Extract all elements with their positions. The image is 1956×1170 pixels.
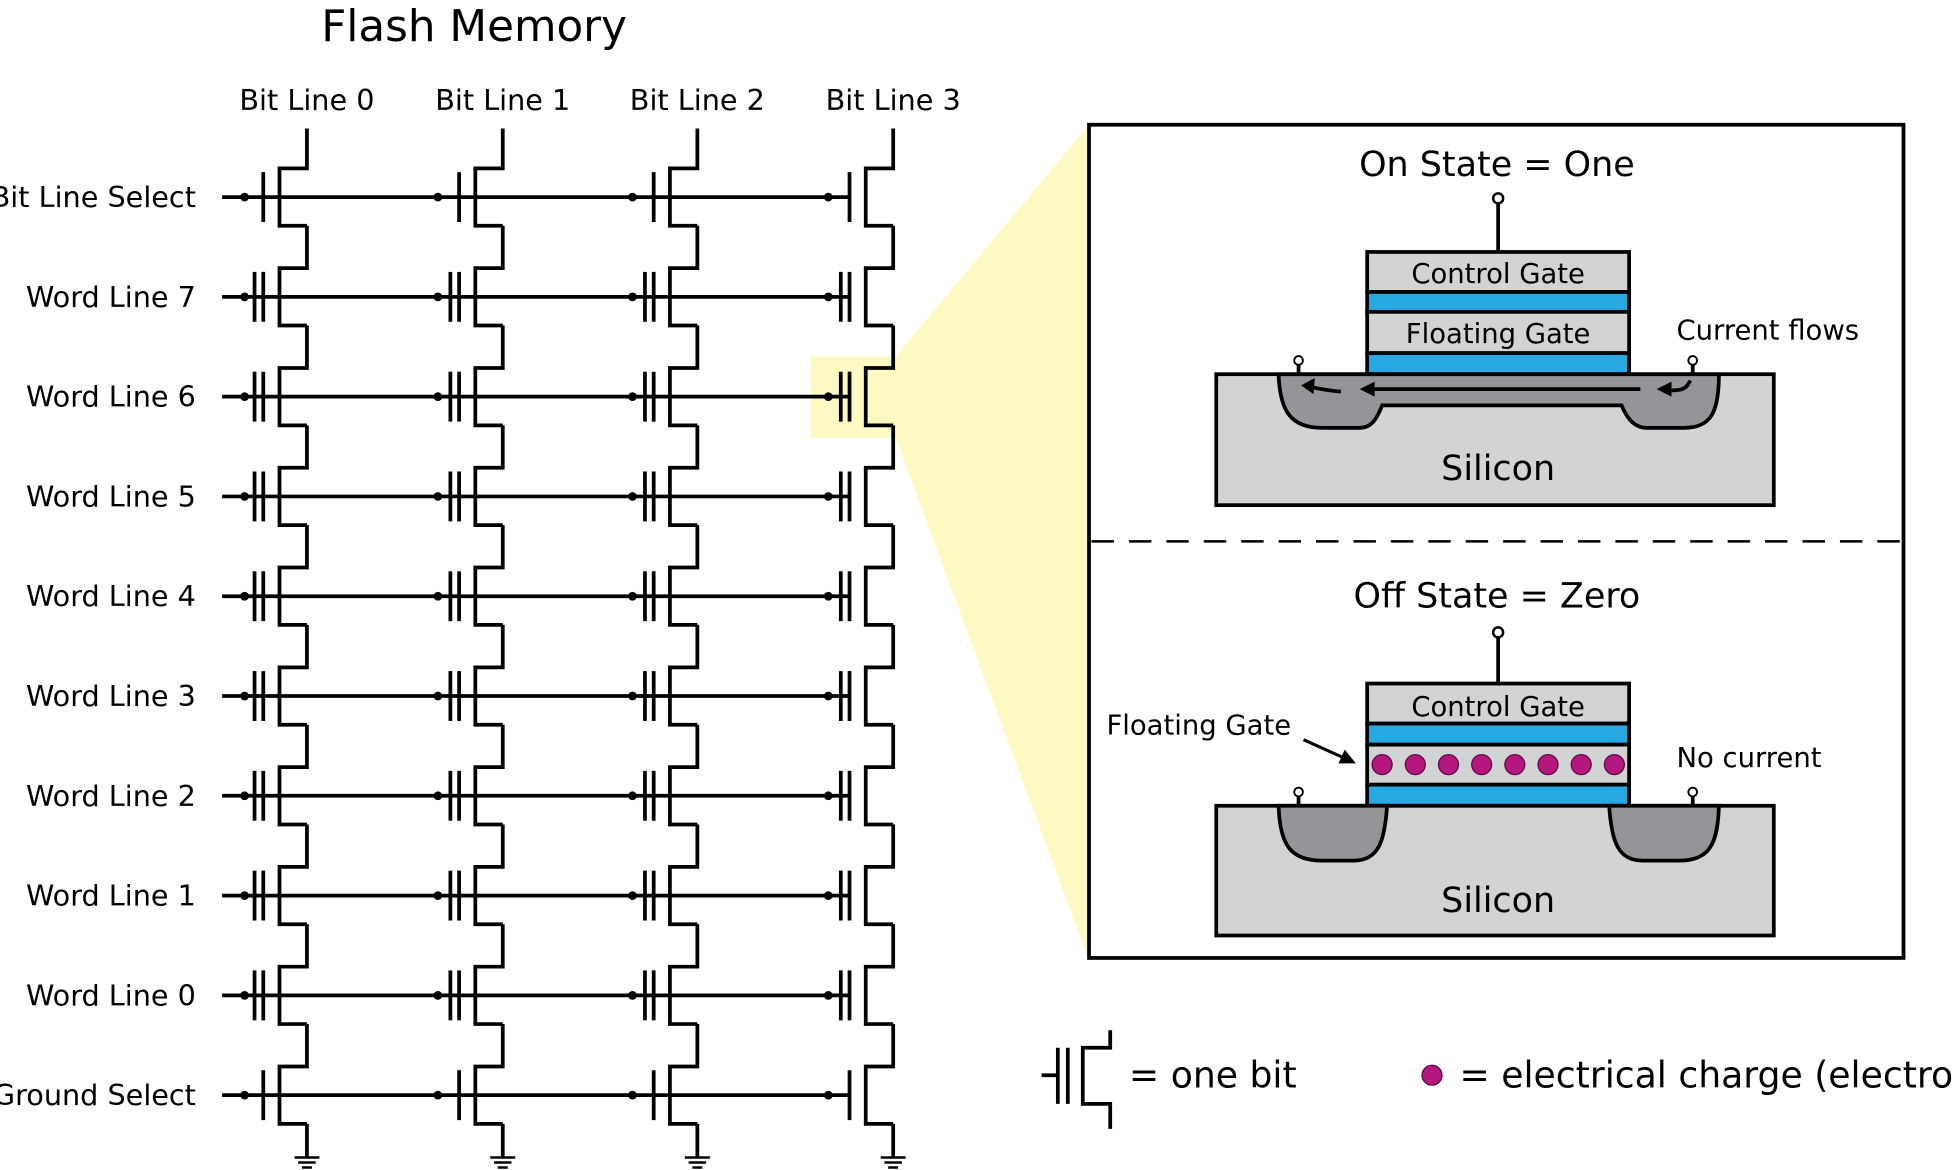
- ground-icon: [294, 1156, 320, 1169]
- select-transistor: [433, 1024, 516, 1169]
- gate-terminal-icon: [1491, 626, 1505, 639]
- select-transistor: [628, 1024, 710, 1169]
- select-transistor: [433, 128, 505, 228]
- electron: [1471, 754, 1493, 776]
- diagram-title: Flash Memory: [321, 1, 627, 52]
- memory-cell: [433, 225, 505, 328]
- on-state-panel: On State = One Control Gate Floating Gat…: [1214, 145, 1860, 508]
- control-gate-label: Control Gate: [1411, 692, 1585, 723]
- memory-cell: [433, 525, 505, 627]
- off-state-title: Off State = Zero: [1353, 576, 1640, 616]
- memory-cell: [628, 425, 700, 527]
- electron: [1504, 754, 1526, 776]
- row-label: Word Line 2: [26, 779, 196, 813]
- memory-cell: [433, 724, 505, 827]
- nand-array: Bit Line 0 Bit Line 1 Bit Line 2 Bit Line 3…: [0, 83, 961, 1169]
- on-state-title: On State = One: [1359, 145, 1635, 185]
- callout-arrow-icon: [1302, 738, 1343, 759]
- electron-icon: [1421, 1064, 1443, 1086]
- row-label: Word Line 6: [26, 380, 196, 414]
- row-label: Word Line 0: [26, 978, 196, 1012]
- ground-icon: [684, 1156, 710, 1169]
- electron: [1603, 754, 1625, 776]
- memory-cell: [823, 325, 896, 428]
- memory-cell: [823, 425, 896, 527]
- memory-cell: [240, 824, 309, 927]
- memory-cell: [433, 924, 505, 1026]
- bit-line-label: Bit Line 1: [435, 83, 570, 117]
- memory-cell: [823, 724, 896, 827]
- floating-gate-label: Floating Gate: [1406, 319, 1591, 350]
- current-flows-label: Current flows: [1677, 315, 1860, 346]
- memory-cell: [628, 824, 700, 927]
- memory-cell: [433, 325, 505, 428]
- electron: [1570, 754, 1592, 776]
- row-label: Word Line 4: [26, 579, 196, 613]
- electron: [1404, 754, 1426, 776]
- select-transistor: [240, 1024, 320, 1169]
- memory-cell: [628, 225, 700, 328]
- row-label: Bit Line Select: [0, 180, 196, 214]
- memory-cell: [433, 425, 505, 527]
- gate-terminal-icon: [1491, 192, 1505, 205]
- memory-cell: [240, 325, 309, 428]
- memory-cell: [240, 924, 309, 1026]
- memory-cell: [823, 924, 896, 1026]
- trapped-electrons: [1371, 754, 1625, 776]
- zoom-highlight: [810, 124, 1090, 961]
- bit-line-label: Bit Line 0: [239, 83, 374, 117]
- legend-bit-label: = one bit: [1129, 1054, 1297, 1097]
- memory-cell: [433, 624, 505, 727]
- row-label: Word Line 3: [26, 679, 196, 713]
- memory-cell: [823, 525, 896, 627]
- memory-cell: [628, 325, 700, 428]
- row-label: Word Line 7: [26, 280, 196, 314]
- memory-cell: [240, 724, 309, 827]
- row-label: Word Line 1: [26, 879, 196, 913]
- memory-cell: [628, 924, 700, 1026]
- memory-cell: [628, 724, 700, 827]
- memory-cell: [433, 824, 505, 927]
- memory-cell: [240, 425, 309, 527]
- floating-gate-callout: Floating Gate: [1106, 711, 1291, 742]
- bit-line-label: Bit Line 3: [826, 83, 961, 117]
- memory-cell: [240, 525, 309, 627]
- bit-line-label: Bit Line 2: [630, 83, 765, 117]
- silicon-label: Silicon: [1441, 449, 1555, 489]
- legend-electron-label: = electrical charge (electron): [1459, 1054, 1956, 1097]
- row-label: Ground Select: [0, 1078, 196, 1112]
- memory-cell: [823, 225, 896, 328]
- electron: [1537, 754, 1559, 776]
- off-state-panel: Off State = Zero Control Gate Silicon Fl…: [1106, 576, 1822, 938]
- legend: = one bit = electrical charge (electron): [1041, 1030, 1956, 1129]
- electron: [1371, 754, 1393, 776]
- bit-symbol-icon: [1041, 1030, 1113, 1129]
- ground-icon: [490, 1156, 516, 1169]
- ground-icon: [880, 1156, 906, 1169]
- select-transistor: [823, 1024, 906, 1169]
- row-label: Word Line 5: [26, 479, 196, 513]
- memory-cell: [823, 824, 896, 927]
- select-transistor: [823, 128, 896, 228]
- memory-cell: [240, 624, 309, 727]
- electron: [1437, 754, 1460, 776]
- memory-cell: [240, 225, 309, 328]
- no-current-label: No current: [1677, 743, 1822, 774]
- control-gate-label: Control Gate: [1411, 259, 1585, 290]
- memory-cell: [628, 525, 700, 627]
- select-transistor: [628, 128, 700, 228]
- select-transistor: [240, 128, 309, 228]
- silicon-label: Silicon: [1441, 881, 1555, 921]
- memory-cell: [628, 624, 700, 727]
- memory-cell: [823, 624, 896, 727]
